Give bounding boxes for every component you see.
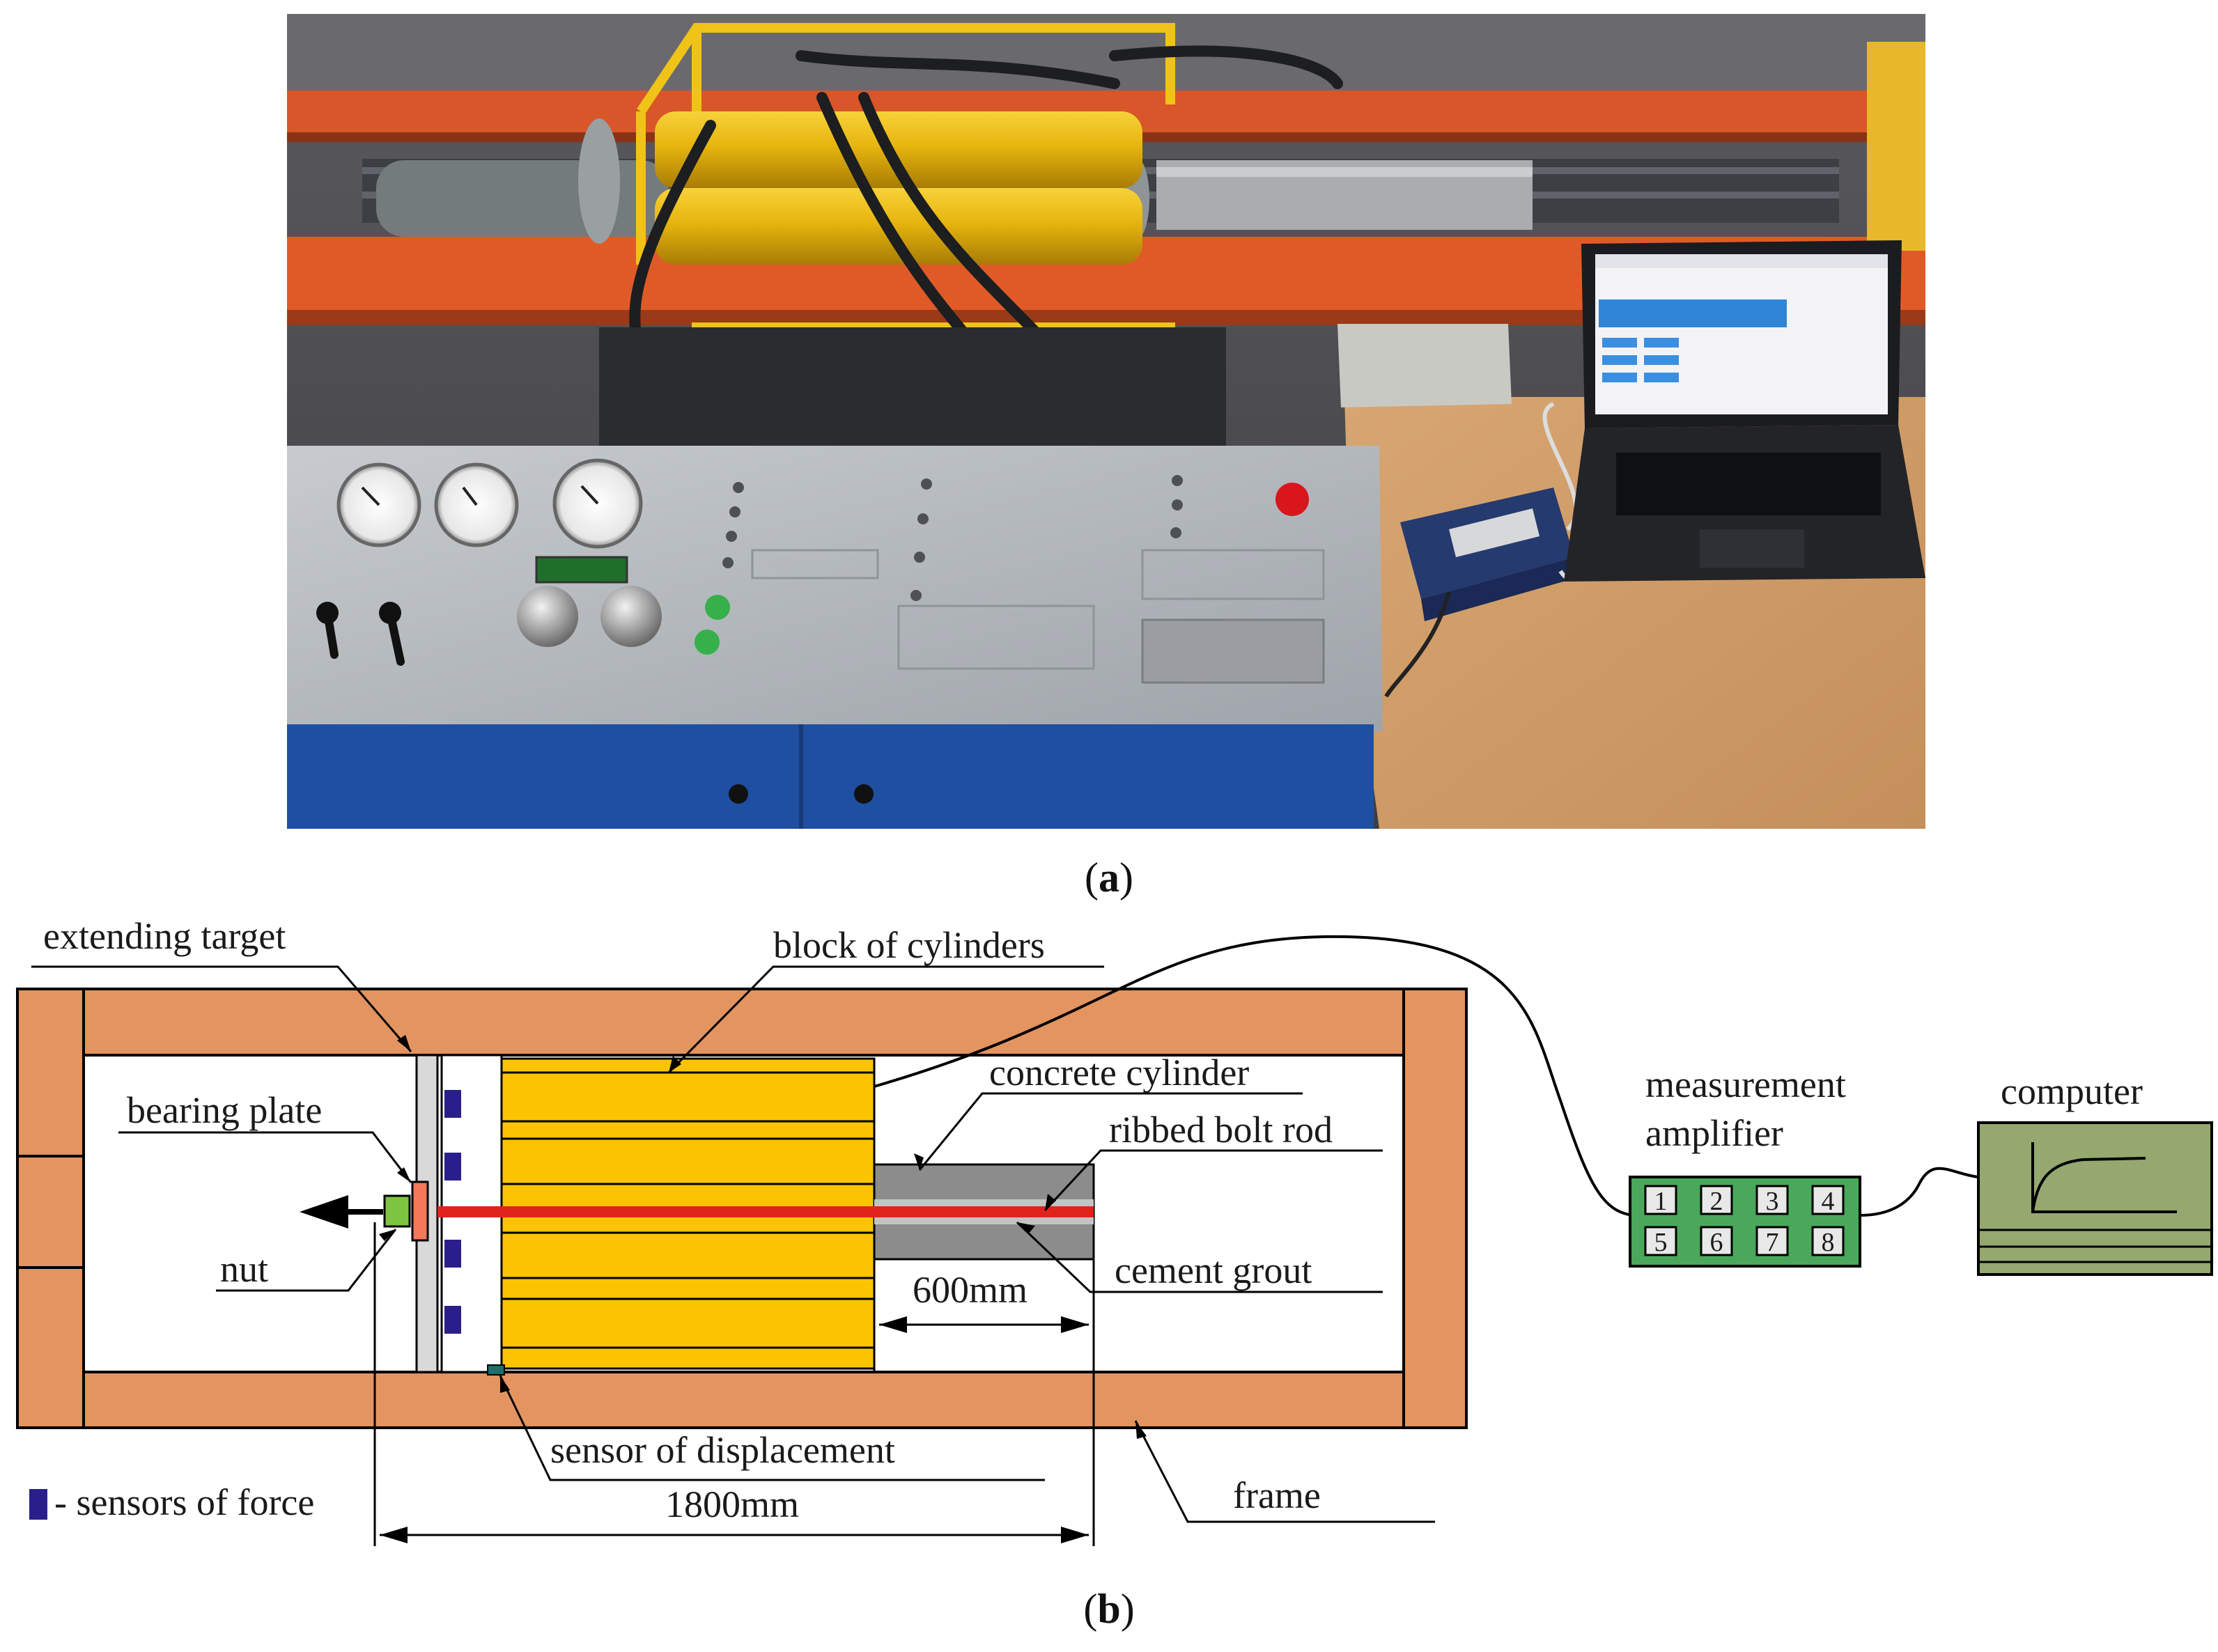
label-dim-1800: 1800mm	[665, 1483, 799, 1525]
label-frame: frame	[1233, 1474, 1321, 1516]
dimension-lines	[373, 1222, 1095, 1546]
channel-6: 6	[1710, 1228, 1723, 1257]
label-nut: nut	[220, 1248, 268, 1290]
force-sensor-2	[444, 1153, 461, 1180]
channel-3: 3	[1766, 1187, 1779, 1216]
force-sensor-3	[444, 1240, 461, 1268]
photo-scene	[287, 14, 1925, 829]
label-dim-600: 600mm	[913, 1269, 1027, 1311]
signal-cable	[874, 935, 1634, 1217]
force-sensor-1	[444, 1090, 461, 1118]
channel-2: 2	[1710, 1187, 1723, 1216]
label-sensors-of-force: - sensors of force	[54, 1481, 314, 1523]
load-displacement-curve-icon	[2031, 1142, 2177, 1213]
channel-8: 8	[1822, 1228, 1835, 1257]
displacement-sensor	[487, 1364, 505, 1376]
caption-a: (a)	[1085, 855, 1133, 901]
measurement-amplifier: 1 2 3 4 5 6 7 8	[1629, 1176, 1861, 1268]
label-block-of-cylinders: block of cylinders	[773, 924, 1045, 966]
force-sensor-4	[444, 1306, 461, 1334]
label-bearing-plate: bearing plate	[127, 1089, 322, 1131]
label-sensor-of-displacement: sensor of displacement	[550, 1429, 895, 1471]
label-amplifier: amplifier	[1645, 1112, 1783, 1154]
channel-7: 7	[1766, 1228, 1779, 1257]
caption-b: (b)	[1083, 1586, 1134, 1632]
channel-1: 1	[1654, 1187, 1668, 1216]
label-extending-target: extending target	[43, 915, 286, 957]
label-ribbed-bolt-rod: ribbed bolt rod	[1109, 1109, 1333, 1151]
channel-4: 4	[1822, 1187, 1835, 1216]
amplifier-computer-cable	[1859, 1167, 1979, 1217]
label-computer: computer	[2001, 1070, 2143, 1112]
computer	[1977, 1121, 2213, 1276]
label-concrete-cylinder: concrete cylinder	[989, 1052, 1249, 1093]
nut	[383, 1194, 411, 1228]
label-cement-grout: cement grout	[1115, 1249, 1312, 1291]
bearing-plate	[411, 1180, 429, 1242]
leader-lines	[31, 965, 1435, 1523]
ribbed-bolt-rod	[437, 1206, 1094, 1217]
label-measurement: measurement	[1645, 1063, 1846, 1105]
channel-5: 5	[1654, 1228, 1668, 1257]
amplifier-channels	[1644, 1185, 1845, 1256]
pull-direction-arrow	[300, 1195, 383, 1229]
force-sensor-legend-icon	[29, 1489, 47, 1520]
